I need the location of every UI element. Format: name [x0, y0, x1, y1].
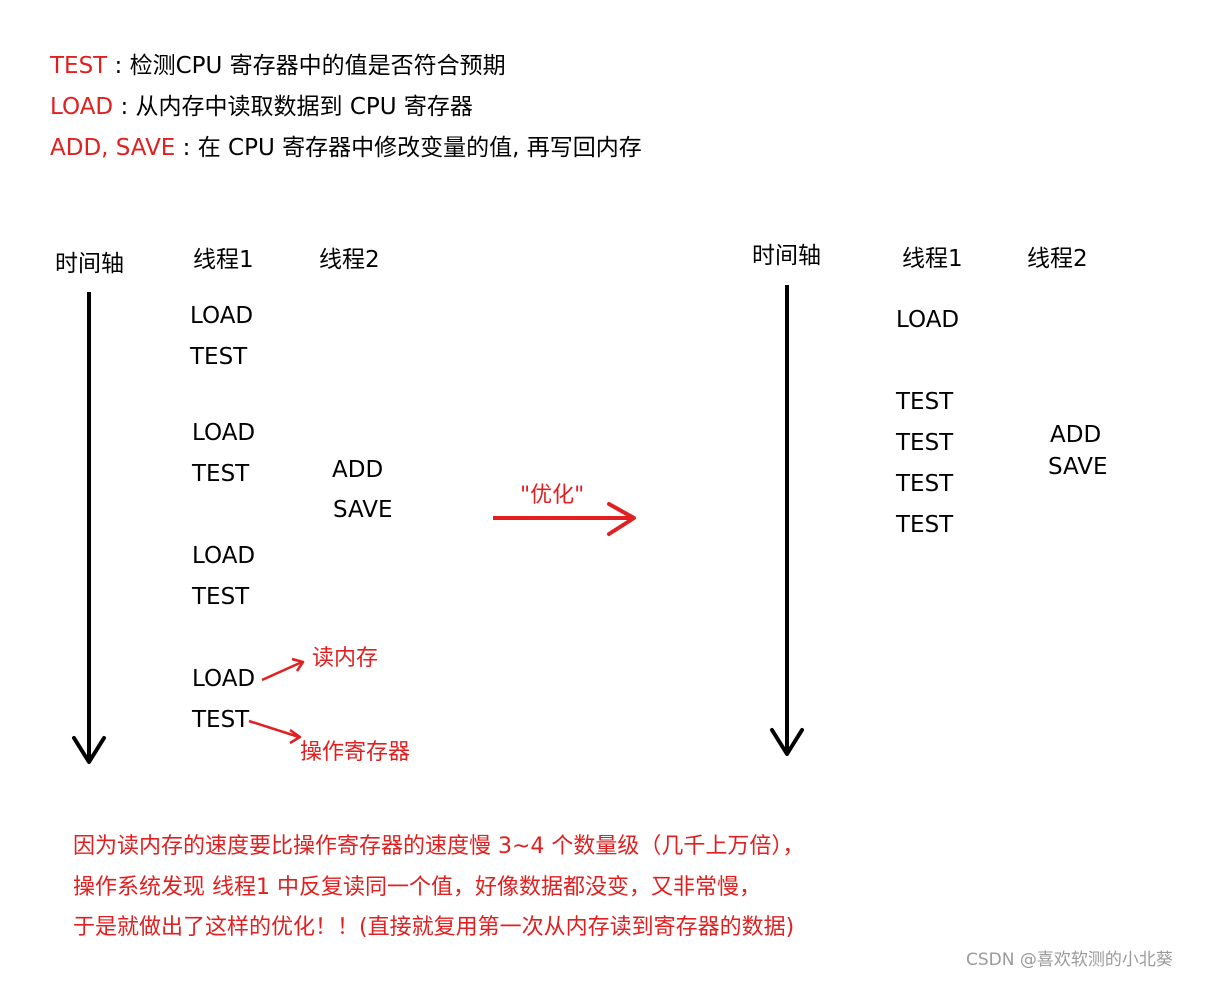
annotation-read-memory: 读内存 [312, 646, 379, 671]
right-timeline-label: 时间轴 [752, 243, 821, 269]
legend-load-key: LOAD [50, 94, 114, 120]
left-t1-op: LOAD [190, 303, 254, 329]
legend-add-save: ADD, SAVE : 在 CPU 寄存器中修改变量的值, 再写回内存 [50, 137, 642, 160]
legend-add-save-desc: : 在 CPU 寄存器中修改变量的值, 再写回内存 [175, 135, 642, 161]
explanation-line: 于是就做出了这样的优化！！(直接就复用第一次从内存读到寄存器的数据) [73, 915, 795, 940]
legend-test-desc: : 检测CPU 寄存器中的值是否符合预期 [107, 53, 506, 79]
right-t2-op: SAVE [1048, 454, 1108, 480]
left-thread1-header: 线程1 [193, 247, 254, 273]
legend-test-key: TEST [50, 53, 108, 79]
optimize-label: "优化" [520, 483, 585, 508]
left-thread2-header: 线程2 [319, 247, 380, 273]
legend-load-desc: : 从内存中读取数据到 CPU 寄存器 [113, 94, 473, 120]
left-t1-op: LOAD [192, 666, 256, 692]
right-t2-op: ADD [1050, 422, 1102, 448]
left-timeline-label: 时间轴 [55, 251, 124, 277]
left-timeline-arrow [72, 292, 106, 764]
right-thread1-header: 线程1 [902, 246, 963, 272]
left-t1-op: TEST [192, 584, 250, 610]
register-arrow [248, 719, 302, 745]
left-t1-op: TEST [190, 344, 248, 370]
right-timeline-arrow [770, 285, 804, 756]
read-memory-arrow [261, 657, 305, 682]
legend-load: LOAD : 从内存中读取数据到 CPU 寄存器 [50, 96, 473, 119]
explanation-line: 操作系统发现 线程1 中反复读同一个值，好像数据都没变，又非常慢， [73, 875, 761, 900]
right-t1-op: TEST [896, 430, 954, 456]
legend-test: TEST : 检测CPU 寄存器中的值是否符合预期 [50, 55, 506, 78]
legend-add-save-key: ADD, SAVE [50, 135, 176, 161]
left-t2-op: ADD [332, 457, 384, 483]
left-t1-op: LOAD [192, 420, 256, 446]
explanation-line: 因为读内存的速度要比操作寄存器的速度慢 3~4 个数量级（几千上万倍）， [73, 834, 805, 859]
right-t1-op: TEST [896, 471, 954, 497]
right-t1-op: TEST [896, 389, 954, 415]
left-t1-op: LOAD [192, 543, 256, 569]
right-t1-op: LOAD [896, 307, 960, 333]
watermark: CSDN @喜欢软测的小北葵 [966, 950, 1173, 970]
left-t2-op: SAVE [333, 497, 393, 523]
annotation-operate-register: 操作寄存器 [300, 740, 411, 765]
left-t1-op: TEST [192, 707, 250, 733]
optimize-arrow [493, 502, 636, 536]
left-t1-op: TEST [192, 461, 250, 487]
right-thread2-header: 线程2 [1027, 246, 1088, 272]
right-t1-op: TEST [896, 512, 954, 538]
